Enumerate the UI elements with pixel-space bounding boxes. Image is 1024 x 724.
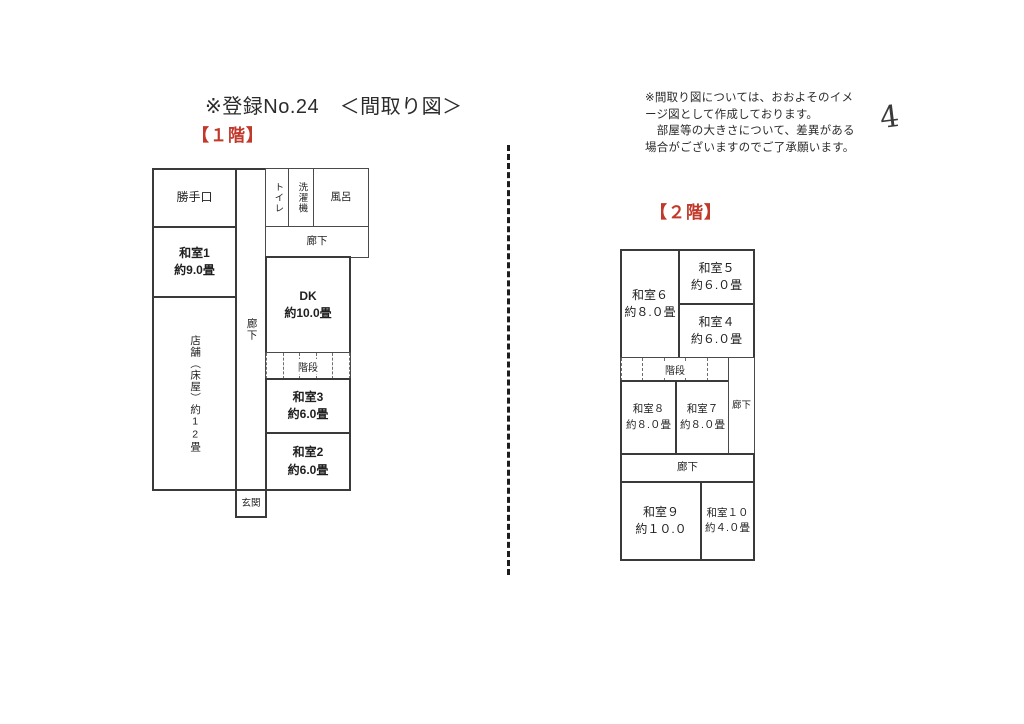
stairs-2f: 階段 <box>620 357 730 382</box>
room-label: 和室７ <box>686 403 719 416</box>
room-size: 約６.０畳 <box>690 278 743 292</box>
room-size: 約４.０畳 <box>705 522 750 534</box>
room-label: 玄関 <box>241 497 261 509</box>
room-label: 和室3 <box>292 389 324 404</box>
room-washitsu4: 和室４ 約６.０畳 <box>678 303 755 359</box>
handwritten-number: 4 <box>877 98 902 137</box>
corridor-label: 廊下 <box>245 318 258 341</box>
room-label: 和室１０ <box>706 506 749 519</box>
stairs-label: 階段 <box>662 362 688 377</box>
room-size: 約10.0畳 <box>284 306 332 320</box>
room-washitsu2: 和室2 約6.0畳 <box>265 432 351 491</box>
section-divider <box>507 145 510 575</box>
room-label: 和室８ <box>632 403 665 416</box>
corridor-label: 廊下 <box>731 400 751 412</box>
corridor-right-2f: 廊下 <box>728 357 755 455</box>
room-entrance: 玄関 <box>235 489 267 518</box>
room-size: 約6.0畳 <box>287 462 329 477</box>
room-bath: 風呂 <box>313 168 369 228</box>
stairs-1f: 階段 <box>265 352 351 380</box>
room-size: 約9.0畳 <box>174 263 215 277</box>
corridor-middle-2f: 廊下 <box>620 453 755 483</box>
room-size: 約６.０畳 <box>690 332 743 346</box>
room-label: 和室2 <box>292 445 324 460</box>
room-washitsu7: 和室７ 約８.０畳 <box>675 380 730 455</box>
room-label: 和室４ <box>698 314 735 329</box>
room-label: DK <box>299 288 317 303</box>
room-label: 店舗（床屋）約12畳 <box>189 334 202 453</box>
room-washer: 洗濯機 <box>288 168 315 228</box>
room-washitsu6: 和室６ 約８.０畳 <box>620 249 680 359</box>
room-dk: DK 約10.0畳 <box>265 256 351 354</box>
room-kitchen-door: 勝手口 <box>152 168 237 228</box>
floor1-plan: 勝手口 和室1 約9.0畳 店舗（床屋）約12畳 廊下 トイレ 洗濯機 風呂 廊 <box>152 168 377 528</box>
floor2-label: 【２階】 <box>650 203 722 222</box>
room-size: 約８.０畳 <box>624 305 676 319</box>
room-washitsu10: 和室１０ 約４.０畳 <box>700 481 755 561</box>
room-size: 約6.0畳 <box>287 407 329 421</box>
room-label: 和室５ <box>698 260 735 275</box>
room-washitsu1: 和室1 約9.0畳 <box>152 226 237 298</box>
room-washitsu5: 和室５ 約６.０畳 <box>678 249 755 305</box>
room-toilet: トイレ <box>265 168 290 228</box>
room-label: トイレ <box>272 182 284 214</box>
page-title: ※登録No.24 ＜間取り図＞ <box>205 96 463 118</box>
floor1-label: 【１階】 <box>192 126 264 145</box>
room-label: 勝手口 <box>176 190 213 205</box>
room-size: 約８.０畳 <box>680 418 725 431</box>
room-label: 洗濯機 <box>296 182 308 214</box>
room-label: 風呂 <box>330 191 352 204</box>
room-label: 和室1 <box>179 245 210 260</box>
room-size: 約８.０畳 <box>626 418 671 431</box>
room-washitsu8: 和室８ 約８.０畳 <box>620 380 677 455</box>
room-shop: 店舗（床屋）約12畳 <box>152 296 237 491</box>
corridor-vertical: 廊下 <box>235 168 267 491</box>
room-label: 和室６ <box>631 287 668 302</box>
corridor-label: 廊下 <box>677 461 698 474</box>
disclaimer-note: ※間取り図については、おおよそのイメージ図として作成しております。 部屋等の大き… <box>645 92 855 155</box>
room-label: 和室９ <box>642 504 679 519</box>
room-size: 約１０.０ <box>635 522 687 536</box>
floor2-plan: 和室６ 約８.０畳 和室５ 約６.０畳 和室４ 約６.０畳 階段 和室８ 約８.… <box>620 249 760 574</box>
stairs-label: 階段 <box>295 358 321 374</box>
room-washitsu3: 和室3 約6.0畳 <box>265 378 351 434</box>
corridor-label: 廊下 <box>306 235 328 248</box>
corridor-top: 廊下 <box>265 226 369 258</box>
room-washitsu9: 和室９ 約１０.０ <box>620 481 702 561</box>
